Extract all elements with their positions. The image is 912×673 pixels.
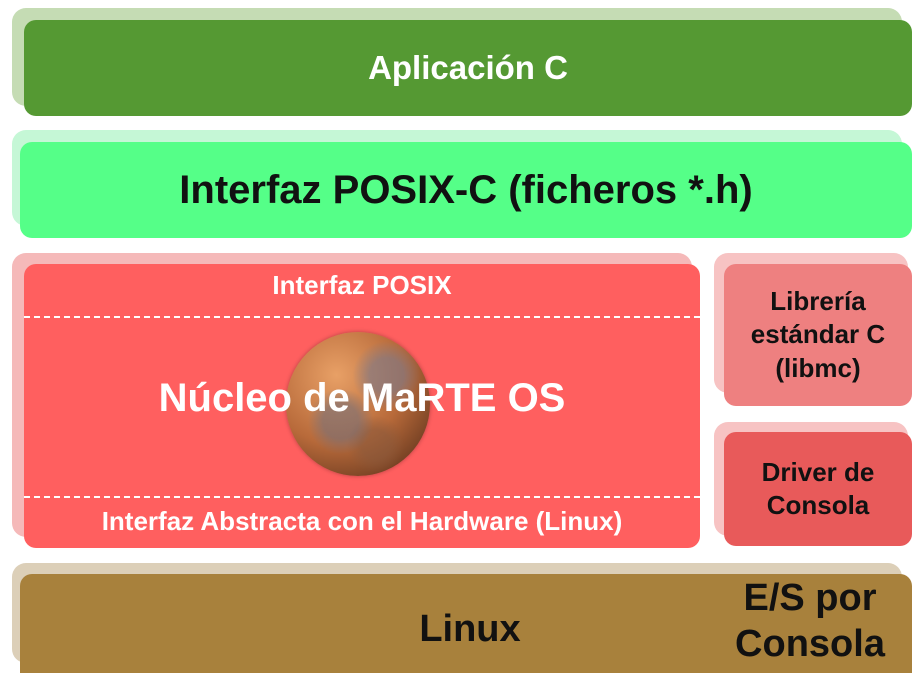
console-driver-line: Driver de [761,456,875,487]
application-layer: Aplicación C [24,20,912,116]
posix-c-interface-layer: Interfaz POSIX-C (ficheros *.h) [20,142,912,238]
console-io-line: E/S por [743,577,877,619]
linux-label: Linux [419,608,521,650]
libc-line: estándar C [750,319,886,350]
libc-box: Librería estándar C (libmc) [724,264,912,406]
linux-layer: Linux E/S por Consola [20,574,912,673]
hardware-interface-label: Interfaz Abstracta con el Hardware (Linu… [101,506,623,536]
application-label: Aplicación C [368,49,568,86]
kernel-title: Núcleo de MaRTE OS [158,376,566,420]
posix-c-interface-label: Interfaz POSIX-C (ficheros *.h) [179,167,753,212]
posix-interface-divider [24,316,700,318]
console-io-line: Consola [735,622,885,665]
libc-line: Librería [770,286,866,317]
console-io-label: E/S por Consola [710,576,910,667]
libc-line: (libmc) [775,352,861,383]
mars-planet-icon [286,332,430,476]
posix-interface-label: Interfaz POSIX [272,270,452,300]
console-driver-box: Driver de Consola [724,432,912,546]
kernel-layer: Interfaz POSIX Núcleo de MaRTE OS Interf… [24,264,700,548]
hardware-interface-divider [24,496,700,498]
console-driver-line: Consola [766,490,870,520]
